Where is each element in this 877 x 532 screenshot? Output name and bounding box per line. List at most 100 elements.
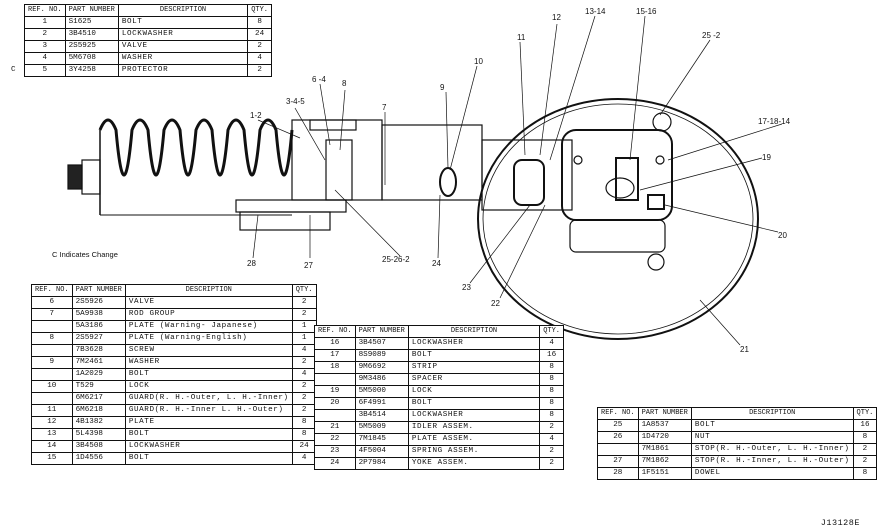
quantity: 8 (539, 409, 564, 422)
header-ref: REF. NO. (597, 407, 639, 420)
quantity: 2 (539, 421, 564, 434)
description: BOLT (124, 428, 293, 441)
description: BOLT (124, 452, 293, 465)
part-number: 2S5925 (64, 40, 119, 53)
description: LOCKWASHER (407, 409, 541, 422)
ref-number: 12 (31, 416, 73, 429)
part-number: 4B1382 (71, 416, 126, 429)
part-number: 1D4556 (71, 452, 126, 465)
quantity: 4 (247, 52, 272, 65)
recoil-spring (98, 118, 294, 216)
description: STOP(R. H.-Outer, L. H.-Inner) (690, 443, 854, 456)
quantity: 16 (852, 419, 877, 432)
description: LOCKWASHER (124, 440, 293, 453)
callout-label: 27 (304, 261, 313, 270)
header-qty: QTY. (539, 325, 564, 338)
description: PLATE ASSEM. (407, 433, 541, 446)
quantity: 8 (539, 385, 564, 398)
quantity: 4 (291, 344, 317, 357)
callout-label: 13-14 (585, 7, 606, 16)
description: BOLT (124, 368, 293, 381)
description: STOP(R. H.-Inner, L. H.-Outer) (690, 455, 854, 468)
part-number: 3B4507 (354, 337, 409, 350)
ref-number: 15 (31, 452, 73, 465)
part-number: 5M5009 (354, 421, 409, 434)
description: SPACER (407, 373, 541, 386)
description: PLATE (Warning- Japanese) (124, 320, 293, 333)
header-ref: REF. NO. (24, 4, 66, 17)
callout-label: 9 (440, 83, 445, 92)
quantity: 2 (291, 356, 317, 369)
part-number: 4F5004 (354, 445, 409, 458)
ref-number (31, 344, 73, 357)
part-number: 1D4720 (637, 431, 692, 444)
description: NUT (690, 431, 854, 444)
ref-number: 8 (31, 332, 73, 345)
ref-number: 28 (597, 467, 639, 480)
callout-label: 25 -2 (702, 31, 721, 40)
description: YOKE ASSEM. (407, 457, 541, 470)
quantity: 2 (247, 40, 272, 53)
description: VALVE (117, 40, 249, 53)
quantity: 2 (291, 380, 317, 393)
ref-number: 7 (31, 308, 73, 321)
quantity: 8 (539, 373, 564, 386)
part-number: 6F4991 (354, 397, 409, 410)
description: LOCK (124, 380, 293, 393)
ref-number: 18 (314, 361, 356, 374)
quantity: 4 (291, 368, 317, 381)
ref-number: 19 (314, 385, 356, 398)
description: SCREW (124, 344, 293, 357)
callout-label: 23 (462, 283, 471, 292)
quantity: 2 (247, 64, 272, 77)
description: STRIP (407, 361, 541, 374)
part-number: 1F5151 (637, 467, 692, 480)
description: GUARD(R. H.-Inner L. H.-Outer) (124, 404, 293, 417)
quantity: 8 (852, 431, 877, 444)
quantity: 8 (539, 361, 564, 374)
part-number: 9M6692 (354, 361, 409, 374)
quantity: 8 (291, 428, 317, 441)
ref-number: 14 (31, 440, 73, 453)
header-qty: QTY. (291, 284, 317, 297)
header-qty: QTY. (247, 4, 272, 17)
part-number: 1A2029 (71, 368, 126, 381)
callout-label: 19 (762, 153, 771, 162)
ref-number (31, 320, 73, 333)
callout-label: 11 (517, 33, 526, 42)
header-part: PART NUMBER (637, 407, 692, 420)
ref-number: 10 (31, 380, 73, 393)
header-desc: DESCRIPTION (124, 284, 293, 297)
description: WASHER (124, 356, 293, 369)
ref-number: 4 (24, 52, 66, 65)
description: DOWEL (690, 467, 854, 480)
ref-number: 16 (314, 337, 356, 350)
quantity: 8 (852, 467, 877, 480)
part-number: 8S9089 (354, 349, 409, 362)
part-number: 5M5000 (354, 385, 409, 398)
ref-number: 17 (314, 349, 356, 362)
quantity: 24 (291, 440, 317, 453)
callout-label: 12 (552, 13, 561, 22)
ref-number: 26 (597, 431, 639, 444)
ref-number: 23 (314, 445, 356, 458)
description: PLATE (124, 416, 293, 429)
header-part: PART NUMBER (64, 4, 119, 17)
